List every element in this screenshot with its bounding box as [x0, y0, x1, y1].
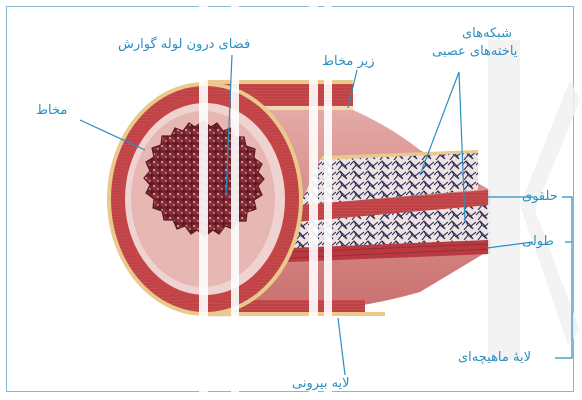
label-lumen: فضای درون لوله گوارش [118, 37, 250, 53]
label-nerve-network-1: شبکه‌های [462, 26, 512, 42]
layer-cutout [288, 150, 490, 262]
label-muscle-layer: لایهٔ ماهیچه‌ای [458, 350, 531, 366]
label-circular: حلقوی [522, 189, 558, 205]
label-outer-layer: لایه بیرونی [292, 376, 350, 392]
label-mucosa: مخاط [36, 103, 67, 119]
label-nerve-network-2: یاخته‌های عصبی [432, 44, 517, 60]
label-submucosa: زیر مخاط [322, 54, 375, 70]
label-longitudinal: طولی [522, 234, 554, 250]
